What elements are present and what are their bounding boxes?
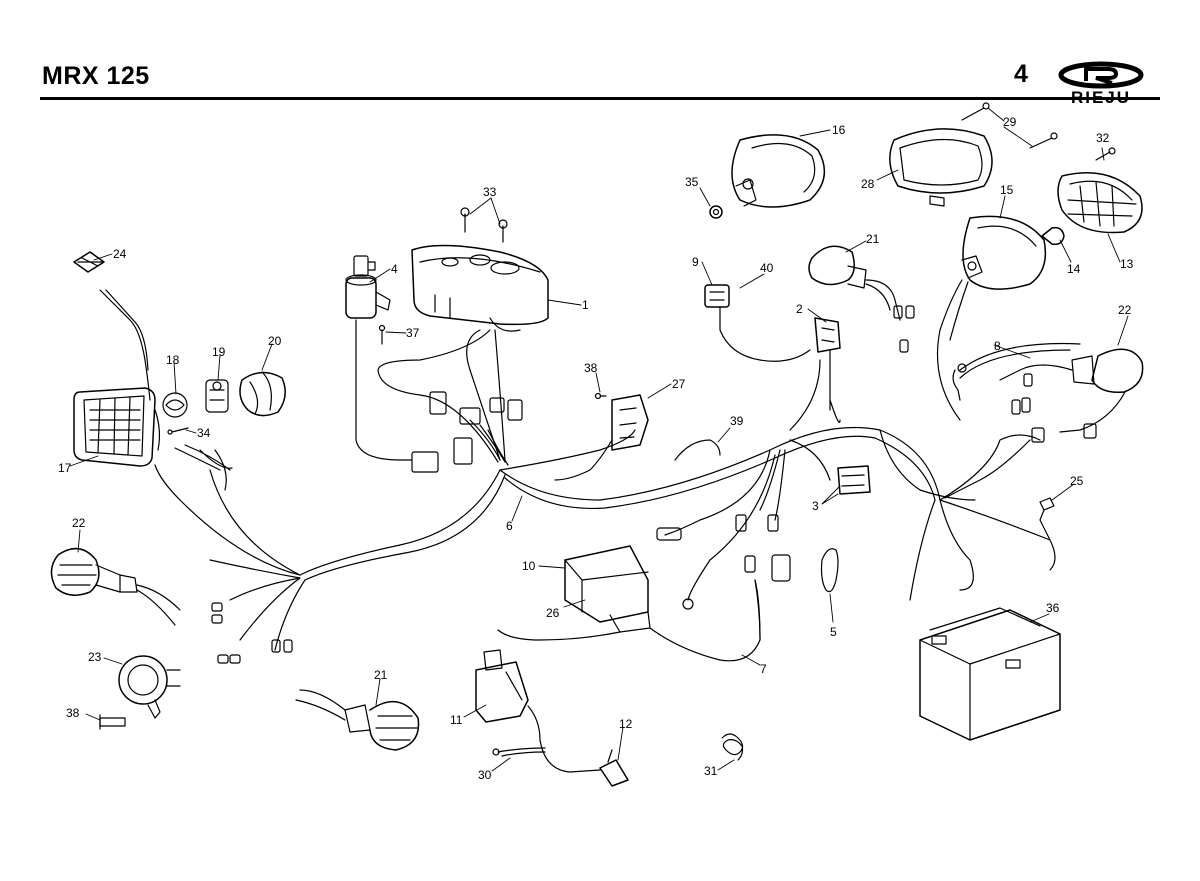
callout-34: 34	[197, 426, 211, 440]
screw-37	[378, 324, 386, 345]
dash-connectors	[429, 391, 523, 466]
wire-30	[492, 747, 546, 757]
turn-signal-22-right	[999, 348, 1144, 393]
callout-13: 13	[1120, 257, 1134, 271]
callout-37: 37	[406, 326, 420, 340]
grommet-35	[709, 205, 723, 219]
turn-signal-21-upper	[808, 245, 915, 353]
headlight-wires	[174, 444, 233, 491]
callout-labels: 1 2 3 4 5 6 7 8 9 10 11 12 13 14 15 16 1…	[58, 115, 1134, 782]
callout-17: 17	[58, 461, 72, 475]
callout-38-upper: 38	[584, 361, 598, 375]
page-number: 4	[1014, 60, 1028, 88]
callout-14: 14	[1067, 262, 1081, 276]
callout-21-lower: 21	[374, 668, 388, 682]
lens-13	[1057, 172, 1143, 234]
callout-33: 33	[483, 185, 497, 199]
callout-22-left: 22	[72, 516, 86, 530]
callout-6: 6	[506, 519, 513, 533]
bolt-38-horn	[99, 714, 126, 730]
rear-signal-15	[936, 215, 1047, 421]
screw-32	[1095, 147, 1116, 161]
screw-38-upper	[594, 392, 607, 400]
callout-16: 16	[832, 123, 846, 137]
callout-8: 8	[994, 339, 1001, 353]
callout-27: 27	[672, 377, 686, 391]
ignition-coil-11	[475, 649, 601, 773]
wire-clip-39	[674, 439, 721, 461]
callout-40: 40	[760, 261, 774, 275]
main-wiring-harness	[154, 329, 1056, 651]
callout-12: 12	[619, 717, 633, 731]
callout-2: 2	[796, 302, 803, 316]
callout-18: 18	[166, 353, 180, 367]
brand-logo-icon	[1058, 61, 1144, 89]
callout-24: 24	[113, 247, 127, 261]
screw-34	[167, 427, 189, 435]
headlight-17	[73, 387, 161, 467]
harness-bullet-connectors	[656, 514, 791, 610]
callout-29: 29	[1003, 115, 1017, 129]
callout-20: 20	[268, 334, 282, 348]
callout-5: 5	[830, 625, 837, 639]
cable-tie-5	[820, 548, 839, 593]
callout-32: 32	[1096, 131, 1110, 145]
spring-31	[721, 733, 744, 761]
leader-lines	[69, 107, 1129, 772]
bulb-14	[1041, 226, 1065, 246]
wire-8	[944, 342, 1126, 499]
page-title: MRX 125	[42, 62, 150, 90]
bullet-connectors-left	[211, 602, 293, 664]
callout-19: 19	[212, 345, 226, 359]
bulb-socket-19	[205, 379, 229, 413]
callout-28: 28	[861, 177, 875, 191]
callout-11: 11	[450, 713, 463, 727]
callout-36: 36	[1046, 601, 1060, 615]
fuse-holder-25	[1039, 497, 1055, 541]
screws-33	[460, 207, 508, 243]
connector-27	[554, 394, 649, 481]
relay-3	[837, 465, 871, 495]
brand-name: RIEJU	[1070, 88, 1132, 107]
cdi-unit-10-26	[497, 545, 761, 662]
screws-29	[961, 102, 1058, 149]
callout-1: 1	[582, 298, 589, 312]
ignition-switch-4	[345, 255, 439, 473]
regulator-2	[814, 317, 841, 353]
callout-9: 9	[692, 255, 699, 269]
battery-36	[919, 607, 1061, 741]
wire-7	[754, 579, 761, 641]
tail-lens-28	[889, 128, 993, 207]
horn-23	[118, 655, 181, 719]
callout-10: 10	[522, 559, 536, 573]
connector-9-40	[704, 284, 811, 362]
callout-23: 23	[88, 650, 102, 664]
callout-4: 4	[391, 262, 398, 276]
callout-26: 26	[546, 606, 560, 620]
callout-35: 35	[685, 175, 699, 189]
header-rule	[40, 97, 1160, 100]
callout-3: 3	[812, 499, 819, 513]
rubber-boot-20	[239, 371, 286, 417]
turn-signal-21-lower	[295, 689, 420, 751]
callout-25: 25	[1070, 474, 1084, 488]
spark-plug-cap-12	[599, 749, 629, 787]
callout-39: 39	[730, 414, 744, 428]
headlight-bulb-18	[162, 392, 188, 418]
callout-21-upper: 21	[866, 232, 880, 246]
callout-30: 30	[478, 768, 492, 782]
turn-signal-22-left	[50, 547, 181, 626]
bulb-24	[73, 251, 151, 401]
callout-38-lower: 38	[66, 706, 80, 720]
callout-7: 7	[760, 662, 767, 676]
taillight-16	[731, 134, 826, 208]
instrument-cluster-1	[411, 244, 549, 332]
callout-22-right: 22	[1118, 303, 1132, 317]
callout-31: 31	[704, 764, 718, 778]
callout-15: 15	[1000, 183, 1014, 197]
